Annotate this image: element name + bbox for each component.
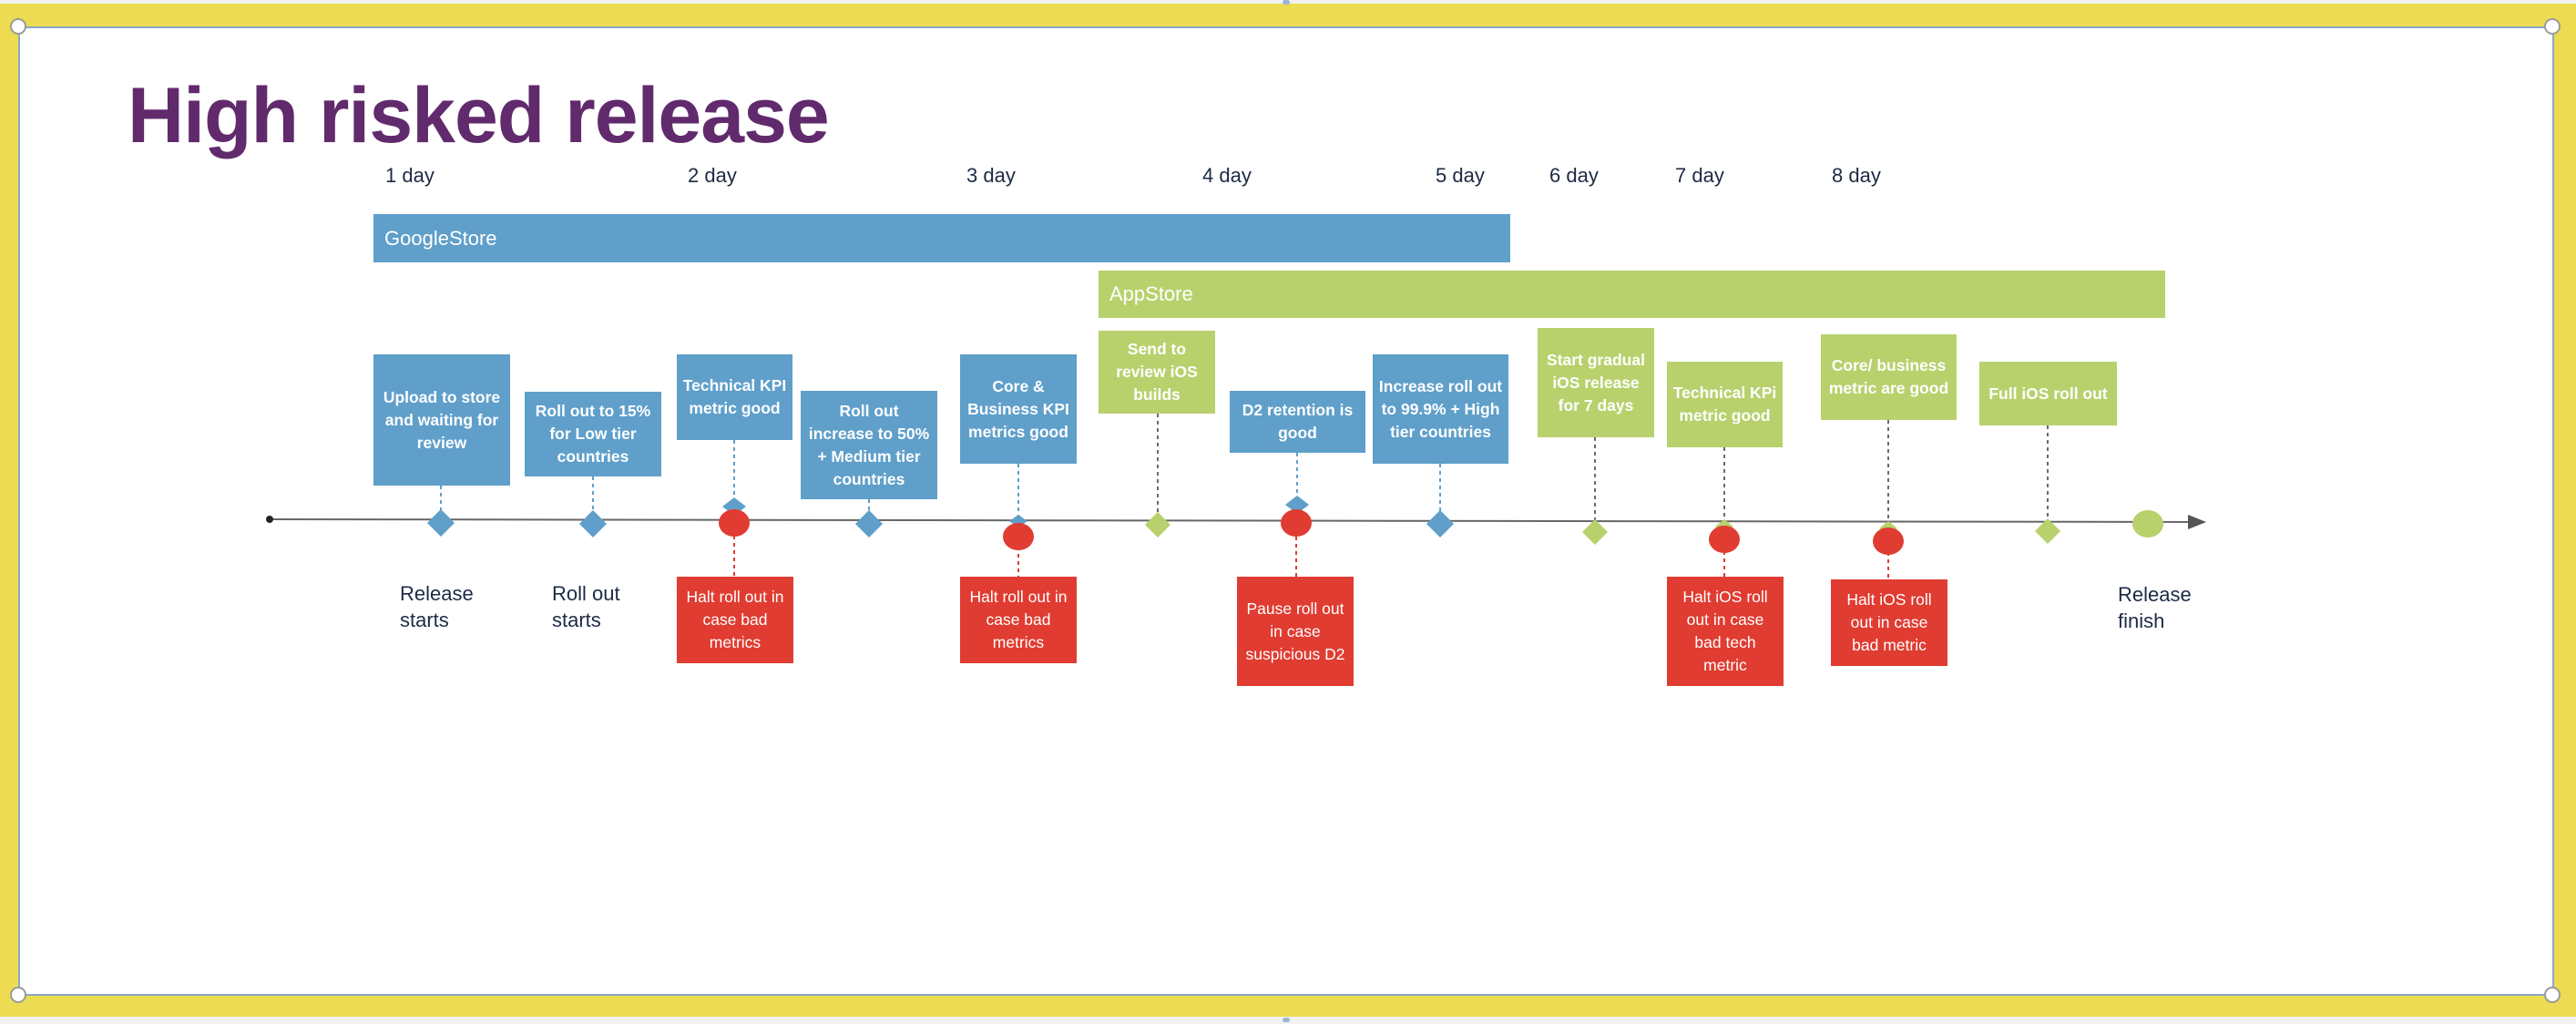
resize-handle-bottom-right[interactable] — [2544, 987, 2561, 1003]
step-card[interactable]: Technical KPi metric good — [1667, 362, 1783, 447]
rotate-handle-top[interactable] — [1283, 0, 1290, 5]
step-card[interactable]: Upload to store and waiting for review — [373, 354, 510, 486]
step-card[interactable]: Core/ business metric are good — [1821, 334, 1957, 420]
resize-handle-bottom-left[interactable] — [10, 987, 26, 1003]
step-card[interactable]: Increase roll out to 99.9% + High tier c… — [1373, 354, 1508, 464]
page-title: High risked release — [128, 72, 830, 159]
day-label: 2 day — [688, 164, 737, 187]
android-step-marker — [1285, 496, 1309, 514]
release-starts-label: Release starts — [400, 582, 474, 631]
rotate-handle-bottom[interactable] — [1283, 1018, 1290, 1022]
step-card[interactable]: Technical KPI metric good — [677, 354, 792, 440]
risk-marker — [1281, 509, 1312, 537]
step-card[interactable]: Roll out to 15% for Low tier countries — [525, 392, 661, 476]
ios-step-marker — [1145, 512, 1170, 538]
risk-card[interactable]: Halt roll out in case bad metrics — [960, 577, 1077, 663]
resize-handle-top-right[interactable] — [2544, 18, 2561, 35]
ios-step-marker — [2035, 518, 2060, 544]
day-label: 5 day — [1436, 164, 1485, 187]
googlestore-bar[interactable]: GoogleStore — [373, 214, 1510, 262]
step-card[interactable]: Start gradual iOS release for 7 days — [1538, 328, 1654, 437]
risk-card[interactable]: Halt iOS roll out in case bad metric — [1831, 579, 1947, 666]
release-finish-marker — [2132, 510, 2163, 538]
appstore-bar[interactable]: AppStore — [1099, 271, 2165, 318]
day-label: 3 day — [966, 164, 1016, 187]
day-label: 6 day — [1549, 164, 1599, 187]
risk-marker — [1709, 526, 1740, 553]
android-step-marker — [427, 509, 455, 537]
ios-step-marker — [1582, 519, 1608, 545]
timeline-start-dot — [266, 516, 273, 523]
step-card[interactable]: Full iOS roll out — [1979, 362, 2117, 425]
day-label: 8 day — [1832, 164, 1881, 187]
android-step-marker — [1426, 510, 1454, 538]
resize-handle-top-left[interactable] — [10, 18, 26, 35]
risk-marker — [719, 509, 750, 537]
android-step-marker — [855, 510, 883, 538]
day-label: 7 day — [1675, 164, 1724, 187]
day-label: 4 day — [1202, 164, 1252, 187]
step-card[interactable]: Core & Business KPI metrics good — [960, 354, 1077, 464]
risk-card[interactable]: Pause roll out in case suspicious D2 — [1237, 577, 1354, 686]
step-card[interactable]: D2 retention is good — [1230, 391, 1365, 453]
timeline-axis — [269, 514, 2206, 529]
step-card[interactable]: Send to review iOS builds — [1099, 331, 1215, 414]
risk-card[interactable]: Halt iOS roll out in case bad tech metri… — [1667, 577, 1784, 686]
risk-marker — [1003, 523, 1034, 550]
step-card[interactable]: Roll out increase to 50% + Medium tier c… — [801, 391, 937, 499]
release-finish-label: Release finish — [2118, 583, 2192, 632]
risk-card[interactable]: Halt roll out in case bad metrics — [677, 577, 793, 663]
day-label: 1 day — [385, 164, 434, 187]
android-step-marker — [579, 510, 607, 538]
risk-marker — [1873, 527, 1904, 555]
rollout-starts-label: Roll out starts — [552, 582, 620, 631]
